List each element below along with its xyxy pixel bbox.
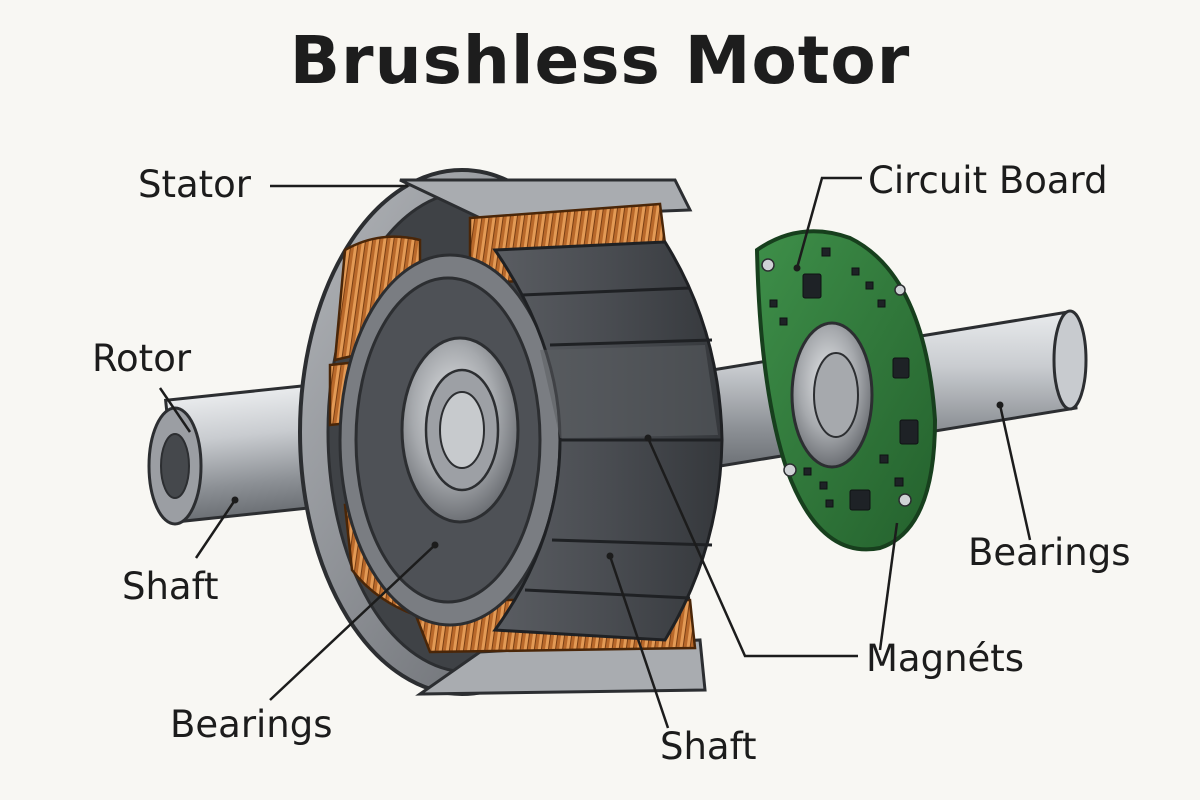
rotor-magnets: [492, 240, 724, 642]
label-bearings-right: Bearings: [968, 531, 1131, 574]
front-bearing: [400, 336, 520, 524]
shaft-left-leader: [194, 499, 237, 559]
diagram-title: Brushless Motor: [289, 22, 911, 99]
label-stator: Stator: [138, 163, 252, 206]
label-shaft-left: Shaft: [122, 565, 219, 608]
label-bearings-bottom: Bearings: [170, 703, 333, 746]
pointer-dots: [231, 264, 1004, 560]
label-shaft-bottom: Shaft: [660, 725, 757, 768]
label-circuit-board: Circuit Board: [868, 159, 1108, 202]
shaft-bottom-leader: [608, 555, 670, 729]
label-magnets: Magnéts: [866, 637, 1025, 680]
label-rotor: Rotor: [92, 337, 192, 380]
leader-lines: [158, 176, 1032, 729]
circuit-board-leader: [795, 176, 862, 269]
magnets-leader-2: [878, 522, 899, 651]
rotor-leader: [158, 387, 192, 433]
magnets-leader: [646, 437, 858, 658]
bearings-bottom-leader: [269, 544, 436, 701]
circuit-board: [754, 229, 938, 552]
bearings-right-leader: [998, 404, 1032, 541]
